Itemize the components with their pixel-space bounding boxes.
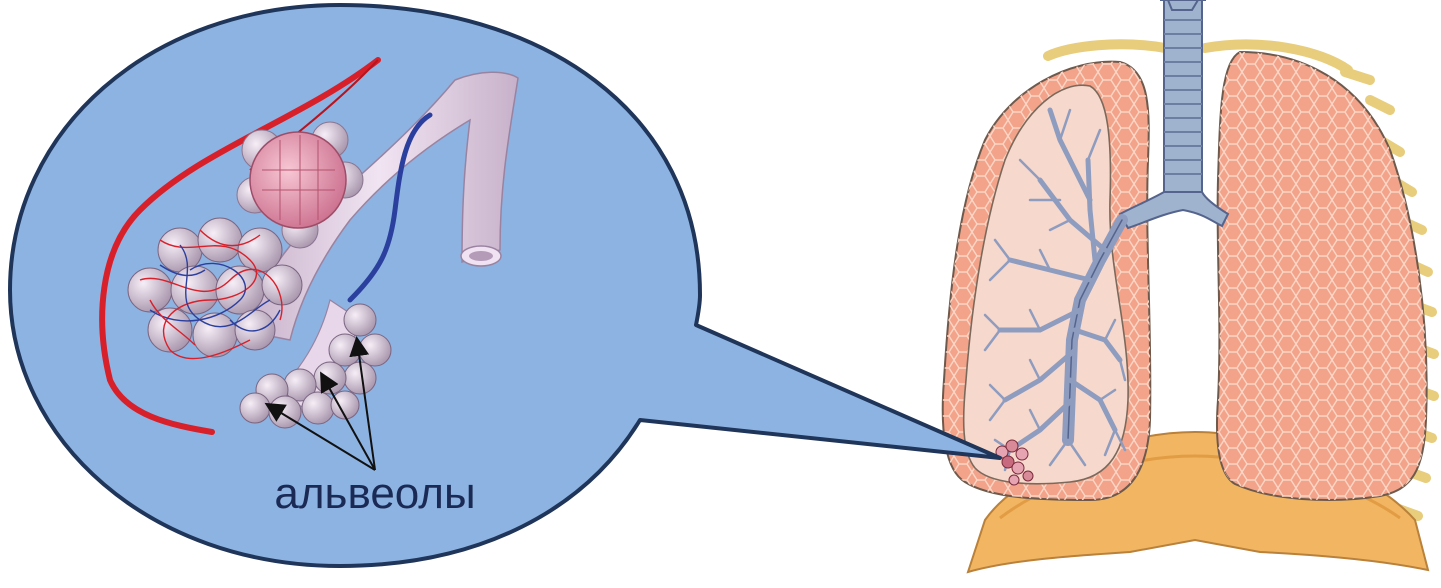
lungs-illustration [943,0,1434,572]
alveoli-label: альвеолы [274,469,475,518]
